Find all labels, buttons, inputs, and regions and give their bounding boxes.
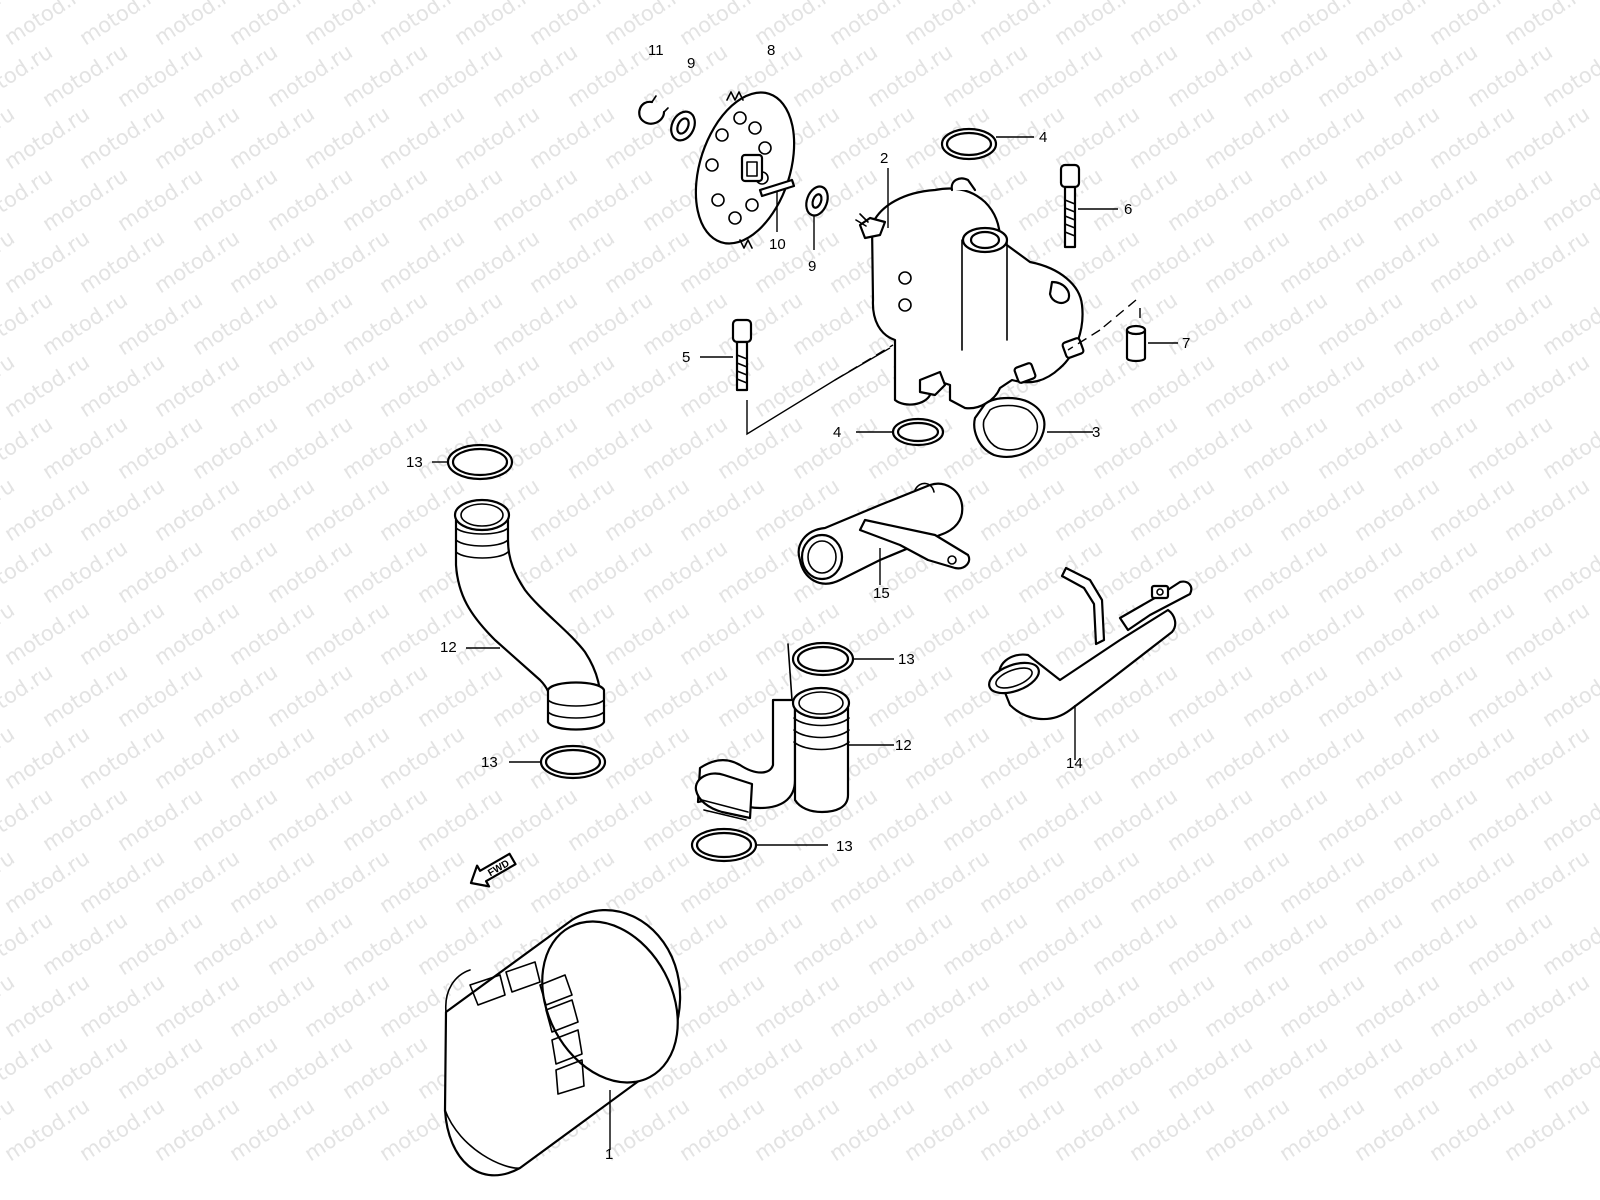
o-ring-13-bottom-part[interactable] xyxy=(690,827,828,863)
callout-13-top-left: 13 xyxy=(406,454,423,471)
callout-13-mid-left: 13 xyxy=(481,754,498,771)
pipe-12-right-part[interactable] xyxy=(694,643,894,821)
pipe-12-left-part[interactable] xyxy=(453,498,606,731)
callout-10: 10 xyxy=(769,236,786,253)
callout-14: 14 xyxy=(1066,755,1083,772)
o-ring-13-top-left-part[interactable] xyxy=(432,443,514,481)
o-ring-13-mid-right-part[interactable] xyxy=(791,641,894,677)
callout-9-lower: 9 xyxy=(808,258,816,275)
callout-13-bottom: 13 xyxy=(836,838,853,855)
circlip-part[interactable] xyxy=(638,95,669,125)
fwd-label: FWD xyxy=(486,858,511,879)
callout-9-upper: 9 xyxy=(687,55,695,72)
bolt-5-part[interactable] xyxy=(700,318,894,436)
pipe-15-part[interactable] xyxy=(797,482,971,585)
o-ring-13-mid-left-part[interactable] xyxy=(509,744,607,780)
callout-1: 1 xyxy=(605,1146,613,1163)
fwd-direction-arrow: FWD xyxy=(469,852,517,888)
pipe-14-part[interactable] xyxy=(985,566,1193,760)
pin-part[interactable] xyxy=(758,178,796,232)
pump-gear-part[interactable] xyxy=(678,80,812,256)
gasket-part[interactable] xyxy=(973,396,1093,458)
oil-filter-part[interactable] xyxy=(443,898,705,1177)
callout-2: 2 xyxy=(880,150,888,167)
callout-4-upper: 4 xyxy=(1039,129,1047,146)
o-ring-upper-part[interactable] xyxy=(940,127,1034,161)
callout-11: 11 xyxy=(648,42,664,59)
bolt-6-part[interactable] xyxy=(1059,163,1118,249)
callout-8: 8 xyxy=(767,42,775,59)
callout-13-mid-right: 13 xyxy=(898,651,915,668)
callout-3: 3 xyxy=(1092,424,1100,441)
callout-12-right: 12 xyxy=(895,737,912,754)
callout-15: 15 xyxy=(873,585,890,602)
callout-6: 6 xyxy=(1124,201,1132,218)
dowel-pin-part[interactable] xyxy=(1067,299,1178,363)
callout-5: 5 xyxy=(682,349,690,366)
oil-pump-body-part[interactable] xyxy=(855,168,1085,410)
washer-lower-part[interactable] xyxy=(802,183,831,250)
callout-4-lower: 4 xyxy=(833,424,841,441)
o-ring-lower-part[interactable] xyxy=(856,417,945,447)
callout-12-left: 12 xyxy=(440,639,457,656)
callout-7: 7 xyxy=(1182,335,1190,352)
washer-upper-part[interactable] xyxy=(667,108,700,144)
